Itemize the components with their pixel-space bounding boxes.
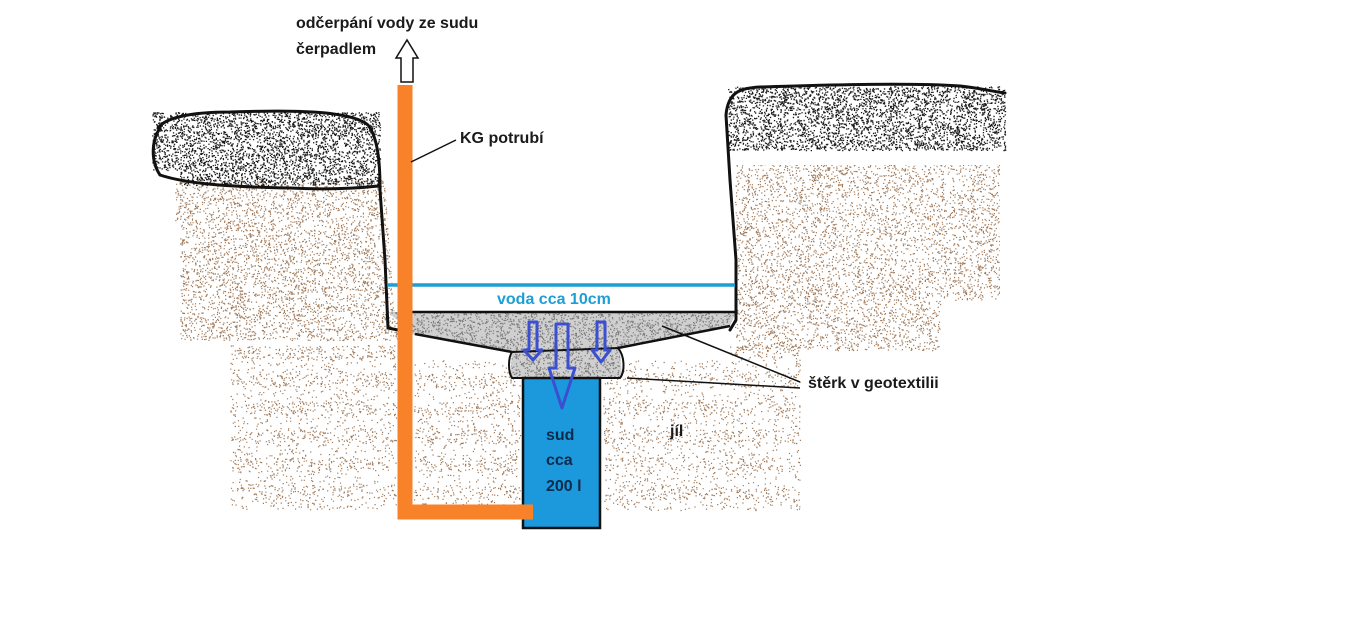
clay-layer — [230, 345, 801, 512]
label-pipe: KG potrubí — [460, 130, 544, 147]
label-barrel-3: 200 l — [546, 478, 582, 495]
label-barrel-1: sud — [546, 427, 574, 444]
label-barrel-2: cca — [546, 452, 573, 469]
label-pump-line1: odčerpání vody ze sudu — [296, 15, 478, 32]
label-pump-line2: čerpadlem — [296, 41, 376, 58]
kg-pipe — [397, 85, 533, 520]
arrow-up-icon — [394, 38, 420, 83]
soil-right-bank — [735, 165, 1000, 352]
excavation-outline — [151, 109, 400, 332]
gravel-plug-outline — [508, 346, 625, 379]
gravel-bed — [388, 312, 736, 378]
excavation-outline-right — [724, 82, 1007, 332]
label-water: voda cca 10cm — [497, 291, 611, 308]
infiltration-arrows — [522, 320, 612, 410]
label-clay: jíl — [669, 423, 683, 440]
arrow-down-icon — [590, 320, 612, 364]
leader-pipe — [410, 139, 457, 163]
leader-gravel-bottom — [626, 377, 801, 389]
arrow-down-icon — [547, 322, 577, 410]
soil-left-bank — [175, 180, 402, 342]
topsoil-left — [152, 112, 382, 187]
leader-gravel-top — [661, 325, 801, 383]
label-gravel: štěrk v geotextilii — [808, 375, 939, 392]
gravel-funnel-outline — [398, 310, 736, 354]
arrow-down-icon — [522, 320, 544, 362]
topsoil-right — [728, 86, 1007, 152]
